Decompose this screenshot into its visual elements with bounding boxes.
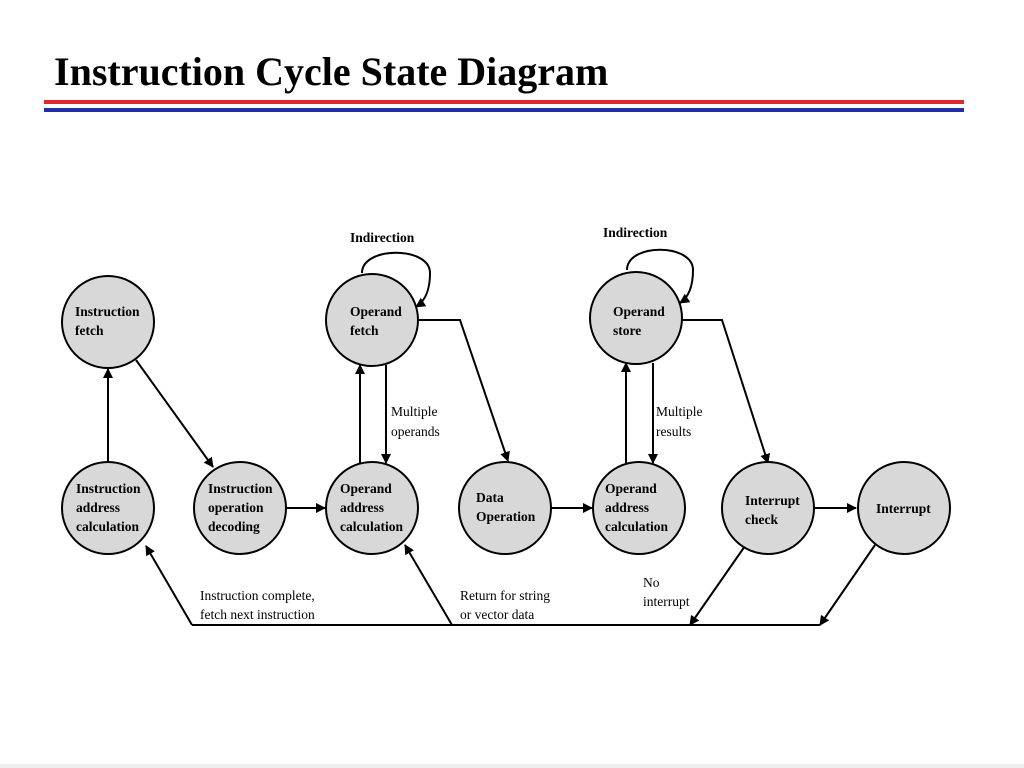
edge-return-to-operand-address bbox=[404, 544, 453, 626]
node-label-line: Operand bbox=[340, 481, 392, 496]
edges bbox=[103, 248, 876, 626]
node-label-line: decoding bbox=[208, 519, 260, 534]
slide-bottom-bar bbox=[0, 764, 1024, 768]
node-label-line: Instruction bbox=[208, 481, 273, 496]
node-instruction-operation-decoding: Instruction operation decoding bbox=[193, 461, 287, 555]
instruction-complete-label: fetch next instruction bbox=[200, 607, 315, 622]
return-string-label: Return for string bbox=[460, 588, 550, 603]
node-label-line: calculation bbox=[340, 519, 403, 534]
edge-indirection-loop-1 bbox=[361, 251, 432, 308]
slide-title: Instruction Cycle State Diagram bbox=[54, 49, 609, 94]
multiple-operands-label: operands bbox=[391, 424, 440, 439]
node-label-line: Operand bbox=[350, 304, 402, 319]
node-label-line: Data bbox=[476, 490, 504, 505]
node-label-line: address bbox=[605, 500, 649, 515]
title-rule-blue bbox=[44, 108, 964, 112]
node-instruction-fetch: Instruction fetch bbox=[61, 275, 155, 369]
node-data-operation: Data Operation bbox=[458, 461, 552, 555]
indirection-label-1: Indirection bbox=[350, 230, 415, 245]
edge-return-to-instruction-address bbox=[145, 545, 193, 626]
node-label-line: Instruction bbox=[75, 304, 140, 319]
edge-fetch-to-decoding bbox=[135, 359, 214, 468]
multiple-results-label: results bbox=[656, 424, 691, 439]
node-label-line: store bbox=[613, 323, 641, 338]
node-label-line: fetch bbox=[350, 323, 379, 338]
node-label-line: fetch bbox=[75, 323, 104, 338]
edge-operand-store-to-interrupt-check bbox=[682, 319, 771, 464]
node-label-line: check bbox=[745, 512, 778, 527]
node-label-line: Operand bbox=[605, 481, 657, 496]
no-interrupt-label: No bbox=[643, 575, 660, 590]
node-label-line: Operand bbox=[613, 304, 665, 319]
node-interrupt: Interrupt bbox=[857, 461, 951, 555]
return-string-label: or vector data bbox=[460, 607, 534, 622]
instruction-complete-label: Instruction complete, bbox=[200, 588, 315, 603]
node-label-line: Interrupt bbox=[745, 493, 800, 508]
multiple-results-label: Multiple bbox=[656, 404, 703, 419]
node-label-line: address bbox=[340, 500, 384, 515]
node-operand-address-calculation-2: Operand address calculation bbox=[592, 461, 686, 555]
title-rule-red bbox=[44, 100, 964, 104]
edge-interrupt-check-return bbox=[689, 545, 746, 626]
node-instruction-address-calculation: Instruction address calculation bbox=[61, 461, 155, 555]
node-label-line: Interrupt bbox=[876, 501, 931, 516]
node-label-line: Operation bbox=[476, 509, 536, 524]
node-label-line: address bbox=[76, 500, 120, 515]
edge-indirection-loop-2 bbox=[626, 248, 695, 304]
indirection-label-2: Indirection bbox=[603, 225, 668, 240]
edge-interrupt-return bbox=[819, 544, 876, 626]
node-operand-store: Operand store bbox=[589, 271, 683, 365]
node-operand-fetch: Operand fetch bbox=[325, 273, 419, 367]
node-label-line: calculation bbox=[76, 519, 139, 534]
edge-operand-fetch-to-data-operation bbox=[418, 319, 510, 462]
no-interrupt-label: interrupt bbox=[643, 594, 690, 609]
node-label-line: calculation bbox=[605, 519, 668, 534]
node-operand-address-calculation-1: Operand address calculation bbox=[325, 461, 419, 555]
node-interrupt-check: Interrupt check bbox=[721, 461, 815, 555]
node-label-line: operation bbox=[208, 500, 264, 515]
node-label-line: Instruction bbox=[76, 481, 141, 496]
multiple-operands-label: Multiple bbox=[391, 404, 438, 419]
